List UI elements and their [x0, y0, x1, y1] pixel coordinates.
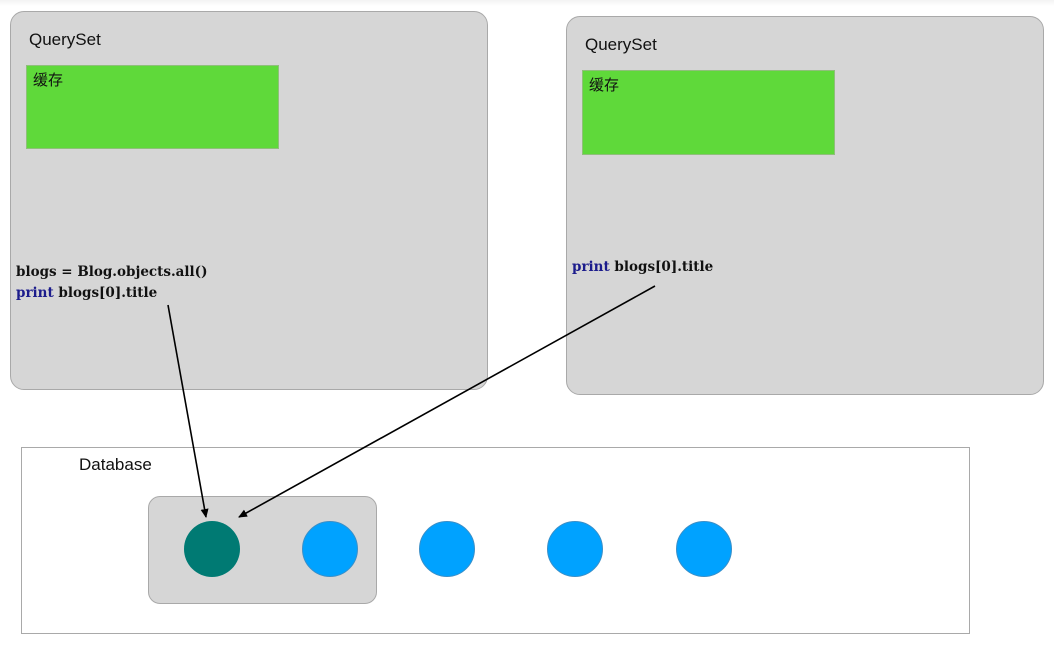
database-title: Database: [79, 455, 152, 474]
print-keyword-right: print: [572, 259, 610, 275]
arrow-left-query: [167, 304, 209, 518]
code-block-left: blogs = Blog.objects.all() print blogs[0]…: [16, 262, 207, 304]
cache-label-left: 缓存: [33, 71, 64, 89]
code-line-assign: blogs = Blog.objects.all(): [16, 264, 208, 280]
code-line-print-right: print blogs[0].title: [572, 257, 713, 278]
cache-label-right: 缓存: [589, 76, 620, 94]
code-line-print-left: print blogs[0].title: [16, 283, 207, 304]
print-keyword-left: print: [16, 285, 54, 301]
code-block-right: print blogs[0].title: [572, 257, 713, 278]
record-3: [419, 521, 475, 577]
queryset-title-left: QuerySet: [29, 30, 101, 49]
top-strip: [0, 0, 1054, 6]
record-1: [184, 521, 240, 577]
queryset-title-right: QuerySet: [585, 35, 657, 54]
arrow-right-query: [238, 285, 656, 518]
record-5: [676, 521, 732, 577]
record-4: [547, 521, 603, 577]
print-expression-left: blogs[0].title: [53, 285, 158, 301]
record-2: [302, 521, 358, 577]
cache-box-left: 缓存: [26, 65, 279, 149]
cache-box-right: 缓存: [582, 70, 835, 155]
print-expression-right: blogs[0].title: [609, 259, 714, 275]
